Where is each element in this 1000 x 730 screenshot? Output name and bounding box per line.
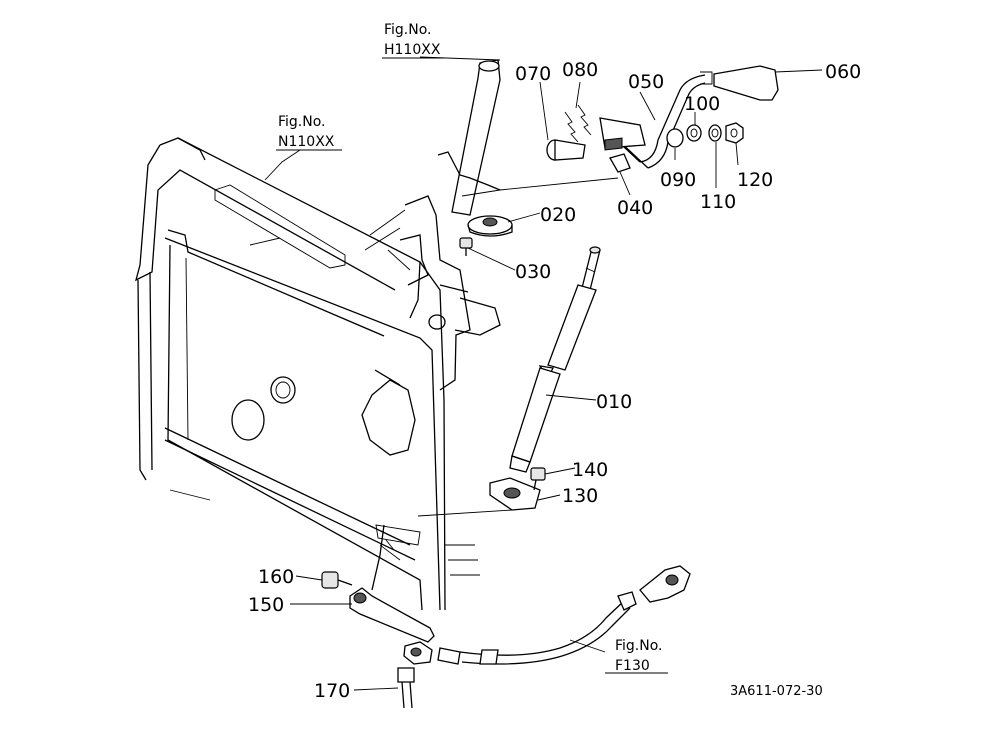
part-040-lever-bracket <box>599 117 646 173</box>
label-130: 130 <box>562 485 598 507</box>
part-020-plate <box>467 215 513 237</box>
fig-ref-f130-bottom: F130 <box>615 658 650 674</box>
label-020: 020 <box>540 204 576 226</box>
leader-lines <box>264 56 823 691</box>
cable-f130 <box>459 565 691 665</box>
part-030-bolt <box>459 237 473 256</box>
fig-ref-h110-top: Fig.No. <box>384 22 432 38</box>
part-050-lever-rod <box>607 71 713 169</box>
part-070-pin <box>546 139 586 161</box>
label-030: 030 <box>515 261 551 283</box>
part-110-lockwasher <box>708 124 722 142</box>
fig-ref-h110: Fig.No. H110XX <box>382 22 444 59</box>
label-110: 110 <box>700 191 736 213</box>
label-100: 100 <box>684 93 720 115</box>
part-130-flange <box>489 477 541 511</box>
part-labels: 010 020 030 040 050 060 070 080 090 100 … <box>248 59 861 702</box>
fig-ref-h110-bottom: H110XX <box>384 42 441 58</box>
label-160: 160 <box>258 566 294 588</box>
label-050: 050 <box>628 71 664 93</box>
label-070: 070 <box>515 63 551 85</box>
part-060-knob <box>713 65 779 101</box>
fig-ref-n110-top: Fig.No. <box>278 114 326 130</box>
rod-end-joint <box>403 641 461 665</box>
part-160-bolt <box>321 571 353 589</box>
drawing-code: 3A611-072-30 <box>730 684 823 699</box>
column-bracket <box>364 59 501 391</box>
part-080-spring <box>564 104 592 143</box>
label-150: 150 <box>248 594 284 616</box>
label-090: 090 <box>660 169 696 191</box>
label-170: 170 <box>314 680 350 702</box>
part-010-shaft <box>509 246 601 473</box>
fig-ref-f130: Fig.No. F130 <box>605 638 668 674</box>
fig-ref-f130-top: Fig.No. <box>615 638 663 654</box>
fig-ref-n110: Fig.No. N110XX <box>276 114 342 151</box>
label-060: 060 <box>825 61 861 83</box>
part-170-bolt <box>397 667 415 709</box>
cabin-frame <box>135 137 480 611</box>
fig-ref-n110-bottom: N110XX <box>278 134 335 150</box>
label-080: 080 <box>562 59 598 81</box>
part-120-nut <box>725 122 744 144</box>
part-150-arm <box>349 524 435 643</box>
label-040: 040 <box>617 197 653 219</box>
label-010: 010 <box>596 391 632 413</box>
label-120: 120 <box>737 169 773 191</box>
part-100-washer <box>686 124 702 142</box>
part-090-bush <box>666 128 684 148</box>
label-140: 140 <box>572 459 608 481</box>
